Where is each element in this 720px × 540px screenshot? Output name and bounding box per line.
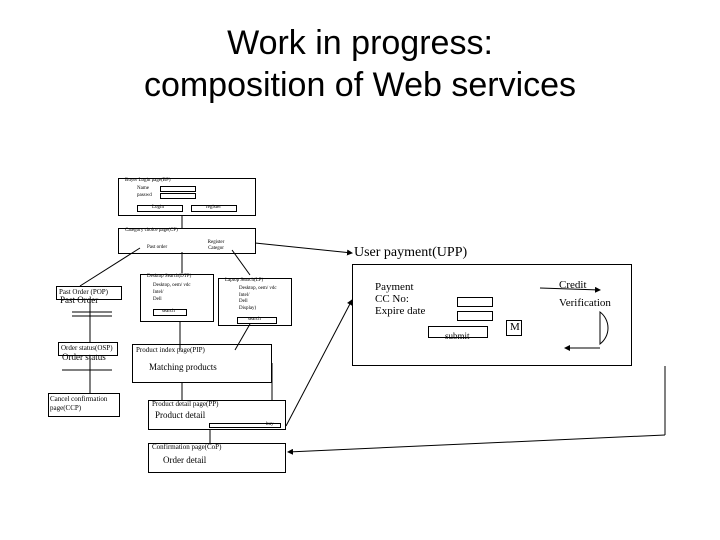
- order-detail-label: Order detail: [163, 455, 207, 465]
- expire-input[interactable]: [457, 311, 493, 321]
- submit-button[interactable]: submit: [428, 326, 488, 341]
- laptop-search-page: Laptop Search(LP) Desktop, oem/ vdc Inte…: [218, 278, 292, 326]
- laptop-line-2: Intel/: [239, 293, 250, 298]
- past-order-label: Past Order: [60, 295, 99, 305]
- buyer-login-page: Buyer Login page(BP) Name passwd Login r…: [118, 178, 256, 216]
- connector-buy-payment: [285, 299, 353, 427]
- title-line-2: composition of Web services: [143, 66, 577, 104]
- m-box: M: [506, 320, 522, 336]
- user-payment-title: User payment(UPP): [354, 245, 468, 260]
- expire-label: Expire date: [375, 305, 426, 317]
- connector-category-payment: [254, 242, 353, 256]
- name-input[interactable]: [160, 186, 196, 192]
- product-index-title: Product index page(PIP): [136, 346, 205, 354]
- past-order-page: Past Order (POP): [56, 286, 122, 300]
- desktop-line-2: Intel/: [153, 290, 164, 295]
- connector-payment-confirm: [287, 434, 666, 455]
- desktop-line-1: Desktop, oem/ vdc: [153, 283, 191, 288]
- product-detail-title: Product detail page(PP): [152, 400, 219, 408]
- desktop-search-button[interactable]: search: [153, 309, 187, 316]
- register-button[interactable]: register: [191, 205, 237, 212]
- desktop-search-page: Desktop Search(DTP) Desktop, oem/ vdc In…: [140, 274, 214, 322]
- credit-label-1: Credit: [559, 279, 587, 291]
- confirmation-title: Confirmation page(CoP): [152, 443, 222, 451]
- page-title: Work in progress: composition of Web ser…: [0, 22, 720, 106]
- category-title: Category choice page(CP): [125, 228, 178, 233]
- laptop-search-title: Laptop Search(LP): [225, 278, 264, 283]
- register-category-label: Register Categor: [207, 240, 225, 251]
- credit-verification-shape: [599, 310, 609, 346]
- order-status-label: Order status: [62, 352, 106, 362]
- cancel-confirmation-title: Cancel confirmation page(CCP): [50, 395, 108, 412]
- payment-label: Payment: [375, 281, 414, 293]
- product-index-page: Product index page(PIP) Matching product…: [132, 344, 272, 383]
- category-past-order-label: Past order: [147, 245, 168, 250]
- matching-products-label: Matching products: [149, 362, 217, 372]
- passwd-input[interactable]: [160, 193, 196, 199]
- passwd-field-label: passwd: [137, 193, 152, 198]
- order-status-title: Order status(OSP): [61, 344, 113, 352]
- credit-label-2: Verification: [559, 297, 611, 309]
- connector-category-laptop: [231, 249, 251, 276]
- laptop-line-3: Dell: [239, 299, 248, 304]
- past-order-title: Past Order (POP): [59, 288, 108, 296]
- connector-payment-credit: [539, 286, 601, 293]
- laptop-search-button[interactable]: search: [237, 317, 277, 324]
- connector-laptop-index: [234, 323, 251, 351]
- login-button[interactable]: Login: [137, 205, 183, 212]
- laptop-line-4: Display): [239, 306, 257, 311]
- cancel-confirmation-page: Cancel confirmation page(CCP): [48, 393, 120, 417]
- user-payment-page: Payment CC No: Expire date Credit Verifi…: [352, 264, 632, 366]
- product-detail-label: Product detail: [155, 410, 206, 420]
- product-detail-page: Product detail page(PP) Product detail b…: [148, 400, 286, 430]
- title-line-1: Work in progress:: [227, 24, 493, 62]
- cc-input[interactable]: [457, 297, 493, 307]
- category-choice-page: Category choice page(CP) Past order Regi…: [118, 228, 256, 254]
- order-status-page: Order status(OSP): [58, 342, 118, 356]
- desktop-line-3: Dell: [153, 297, 162, 302]
- name-field-label: Name: [137, 186, 149, 191]
- connector-category-pastorder: [79, 247, 141, 287]
- cc-label: CC No:: [375, 293, 409, 305]
- laptop-line-1: Desktop, oem/ vdc: [239, 286, 277, 291]
- desktop-search-title: Desktop Search(DTP): [147, 274, 192, 279]
- buyer-login-title: Buyer Login page(BP): [125, 178, 171, 183]
- confirmation-page: Confirmation page(CoP) Order detail: [148, 443, 286, 473]
- buy-button[interactable]: buy: [209, 422, 281, 428]
